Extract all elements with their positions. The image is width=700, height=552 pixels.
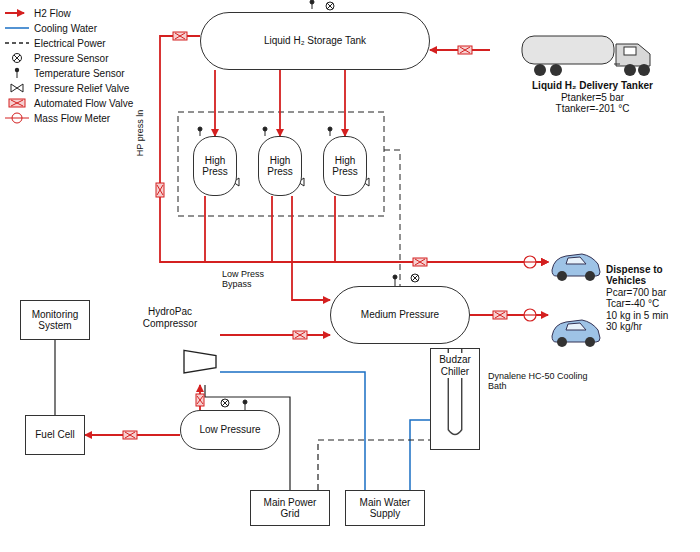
node-label: High Press [262, 155, 298, 178]
flow-line [335, 196, 548, 262]
compressor: HydroPac Compressor [120, 300, 220, 385]
node-label: Monitoring System [24, 309, 86, 332]
node-label: Fuel Cell [35, 429, 74, 441]
node-detail: Pcar=700 bar [606, 287, 666, 299]
flow-line [220, 334, 330, 336]
legend-row: Cooling Water [4, 21, 97, 35]
power-grid-box: Main Power Grid [250, 490, 330, 526]
node-label: Main Power Grid [254, 497, 326, 520]
flow-line [410, 420, 430, 490]
legend-row: Pressure Sensor [4, 51, 108, 65]
car-icons [548, 240, 604, 360]
legend-sample [4, 112, 30, 124]
legend-text: H2 Flow [34, 8, 71, 19]
legend-sample [4, 52, 30, 64]
legend-row: Mass Flow Meter [4, 111, 110, 125]
legend-row: Automated Flow Valve [4, 96, 133, 110]
legend-text: Electrical Power [34, 38, 106, 49]
flow-line [292, 196, 330, 300]
legend-row: H2 Flow [4, 6, 71, 20]
node-label: Main Water Supply [349, 497, 421, 520]
fuel-cell-box: Fuel Cell [25, 415, 85, 455]
node-detail: Ttanker=-201 °C [556, 103, 630, 115]
legend-text: Cooling Water [34, 23, 97, 34]
flow-valves [123, 32, 507, 439]
electrical-wire [384, 150, 400, 290]
legend-sample [4, 67, 30, 79]
legend-text: Pressure Sensor [34, 53, 108, 64]
tanker: Liquid H₂ Delivery TankerPtanker=5 barTt… [490, 28, 695, 140]
node-label: High Press [197, 155, 233, 178]
node-label: Liquid H₂ Delivery Tanker [532, 80, 653, 92]
bath-label: Dynalene HC-50 Cooling Bath [488, 372, 598, 392]
storage-tank: Liquid H₂ Storage Tank [200, 12, 430, 70]
legend-row: Temperature Sensor [4, 66, 125, 80]
compressor-symbol [180, 340, 220, 382]
monitoring-box: Monitoring System [20, 300, 90, 340]
flow-line [205, 196, 548, 262]
tanker-truck [520, 30, 660, 78]
node-detail: Tcar=-40 °C [606, 298, 659, 310]
line-label: HP press ln [136, 110, 146, 156]
legend-row: Electrical Power [4, 36, 106, 50]
legend-sample [4, 37, 30, 49]
node-label: Low Pressure [199, 424, 260, 436]
medium-pressure-tank: Medium Pressure [330, 286, 470, 344]
node-label: Budzar Chiller [434, 353, 476, 378]
node-label: HydroPac Compressor [123, 306, 217, 329]
chiller: Budzar Chiller [430, 348, 480, 450]
legend-sample [4, 97, 30, 109]
node-label: Liquid H₂ Storage Tank [264, 35, 366, 47]
node-detail: 30 kg/hr [606, 321, 642, 333]
vehicle-dispenser: Dispense to VehiclesPcar=700 barTcar=-40… [548, 232, 698, 364]
legend-text: Mass Flow Meter [34, 113, 110, 124]
node-label: Dispense to Vehicles [606, 264, 698, 287]
node-label: Medium Pressure [361, 309, 439, 321]
electrical-dashed-box [178, 112, 384, 216]
high-pressure-tank: High Press [193, 136, 237, 196]
line-label: Low Press Bypass [222, 270, 286, 290]
high-pressure-tank: High Press [323, 136, 367, 196]
flow-line [272, 196, 548, 262]
node-detail: 10 kg in 5 min [606, 310, 668, 322]
legend-sample [4, 82, 30, 94]
high-pressure-tank: High Press [258, 136, 302, 196]
water-supply-box: Main Water Supply [345, 490, 425, 526]
flow-line [344, 70, 346, 136]
flow-line [54, 340, 55, 415]
low-pressure-tank: Low Pressure [180, 410, 280, 450]
flow-line [318, 440, 430, 490]
legend-text: Temperature Sensor [34, 68, 125, 79]
node-detail: Ptanker=5 bar [561, 92, 624, 104]
legend-text: Pressure Relief Valve [34, 83, 129, 94]
legend-row: Pressure Relief Valve [4, 81, 129, 95]
flow-line [214, 70, 216, 136]
mass-flow-meters [524, 256, 536, 321]
flow-line [279, 70, 281, 136]
node-label: High Press [327, 155, 363, 178]
legend-sample [4, 22, 30, 34]
legend-sample [4, 7, 30, 19]
legend-text: Automated Flow Valve [34, 98, 133, 109]
